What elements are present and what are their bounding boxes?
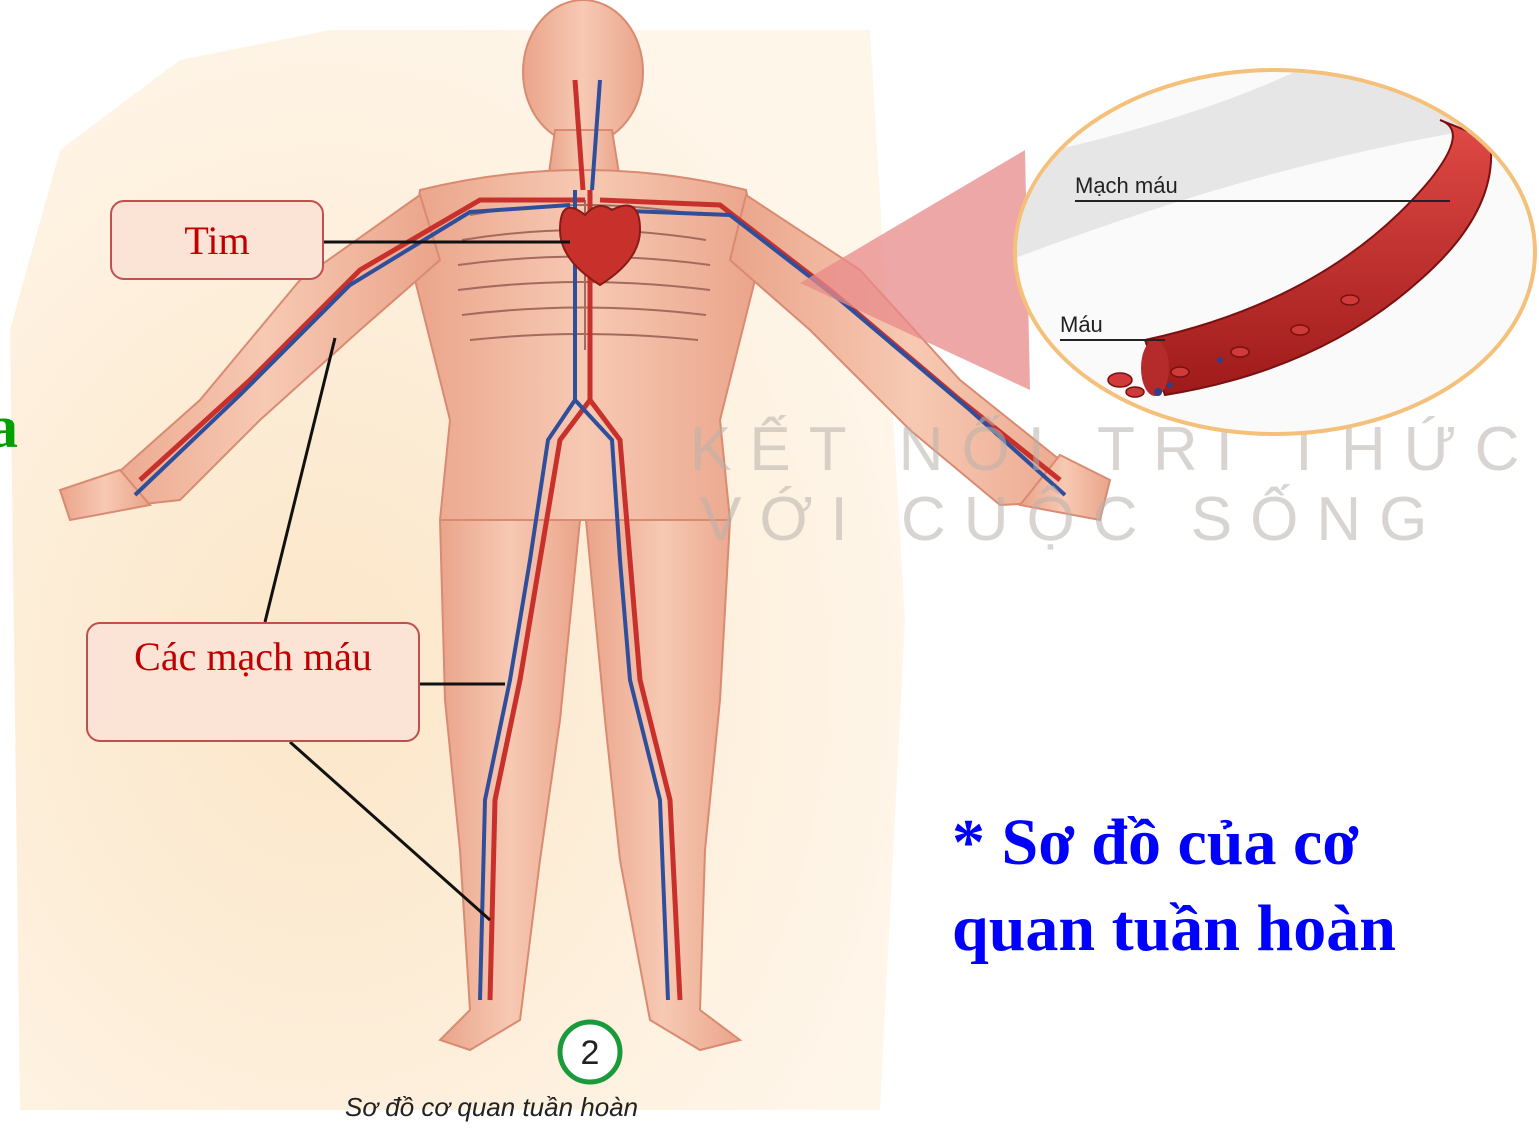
watermark-line-2: VỚI CUỘC SỐNG	[700, 485, 1445, 554]
callout-vessels-label: Các mạch máu	[134, 634, 372, 679]
leader-lines	[263, 240, 570, 922]
figure-number-text: 2	[581, 1034, 600, 1072]
left-leg	[438, 519, 582, 1052]
blood-cells	[1107, 294, 1360, 398]
slide-heading: * Sơ đồ của cơ quan tuần hoàn	[952, 806, 1396, 965]
right-leg	[584, 519, 743, 1052]
left-hand	[58, 468, 152, 522]
inset-circle: Mạch máu Máu	[1013, 68, 1537, 436]
figure-caption: Sơ đồ cơ quan tuần hoàn	[345, 1092, 638, 1122]
left-text-fragment: a	[0, 394, 18, 460]
heart-icon	[558, 204, 642, 287]
inset-label-vessel: Mạch máu	[1075, 173, 1178, 198]
human-body	[58, 0, 1112, 1052]
inset-label-blood: Máu	[1060, 312, 1103, 337]
callout-heart: Tim	[110, 200, 324, 280]
head	[522, 0, 644, 145]
plasma-dots	[1154, 357, 1223, 396]
watermark: KẾT NỐI TRI THỨC VỚI CUỘC SỐNG	[690, 415, 1537, 554]
arteries	[138, 79, 1062, 1001]
callout-vessels: Các mạch máu	[86, 622, 420, 742]
callout-heart-label: Tim	[184, 218, 250, 263]
watermark-line-1: KẾT NỐI TRI THỨC	[690, 415, 1537, 484]
figure-number: 2	[557, 1019, 623, 1085]
right-hand	[1018, 453, 1112, 522]
zoom-cone	[800, 150, 1030, 390]
